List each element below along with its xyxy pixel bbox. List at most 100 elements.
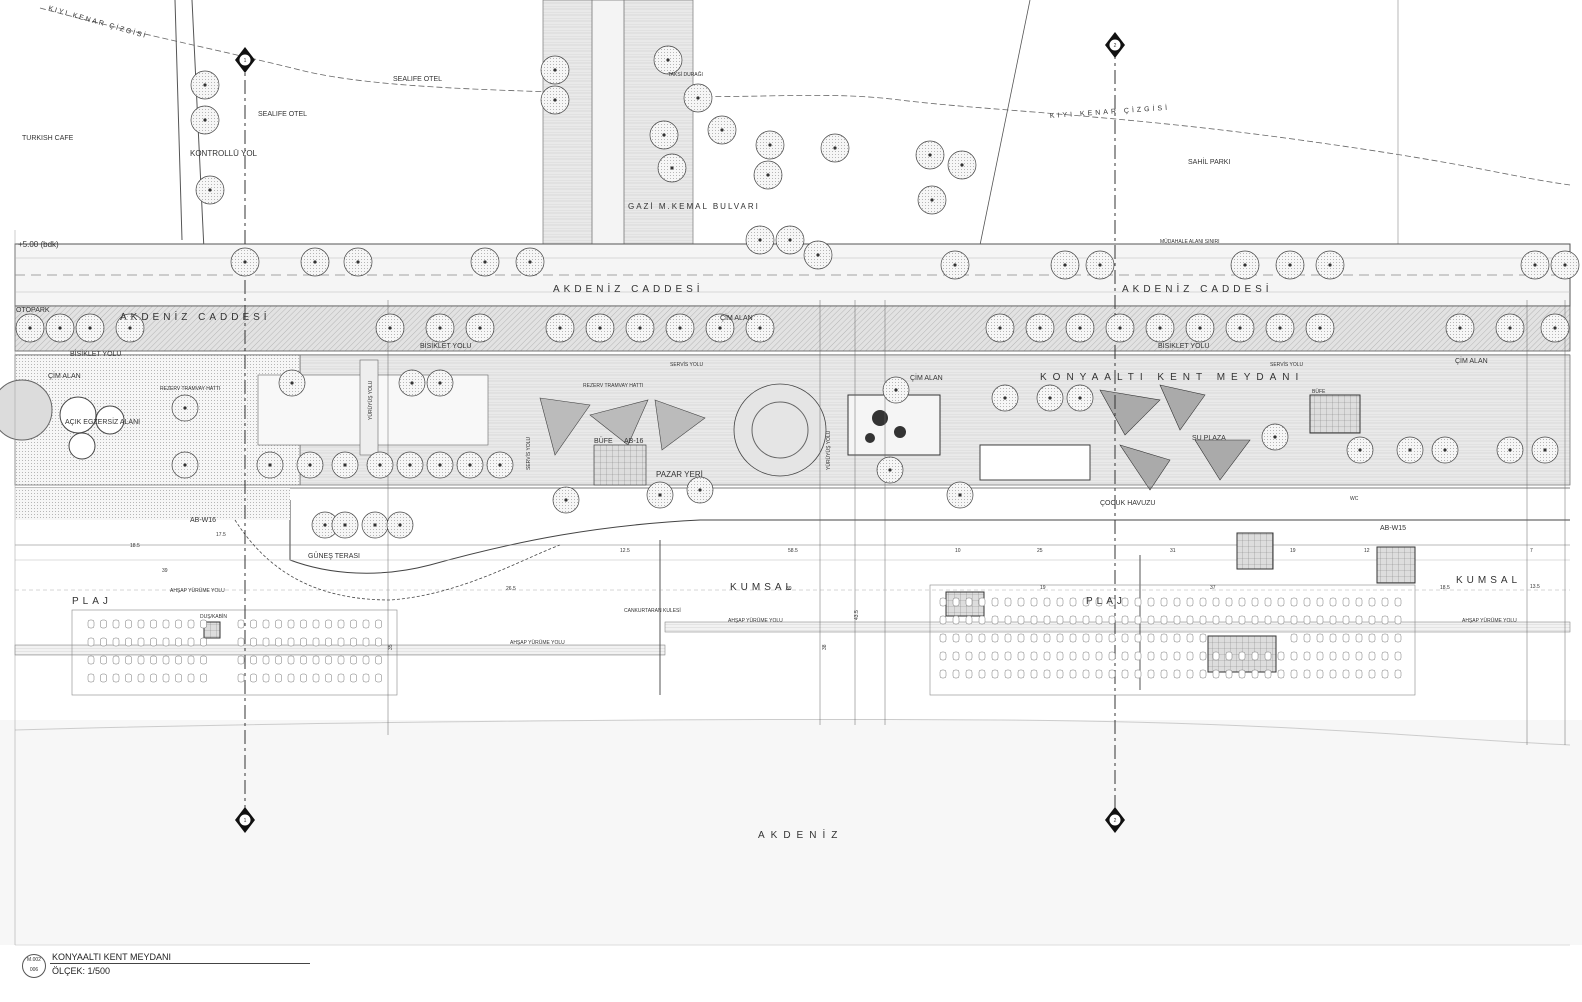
sunbed-symbol <box>965 597 973 607</box>
sunbed-symbol <box>1368 669 1376 679</box>
sunbed-symbol <box>325 655 332 665</box>
sunbed-symbol <box>1147 651 1155 661</box>
label-rezerv-tramvay-2: REZERV TRAMVAY HATTI <box>583 383 643 389</box>
label-cim-alan-4: ÇİM ALAN <box>1455 356 1488 365</box>
sunbed-symbol <box>312 637 320 647</box>
sunbed-symbol <box>362 619 370 629</box>
sunbed-symbol <box>1173 633 1181 643</box>
sunbed-symbol <box>1355 597 1363 607</box>
sunbed-symbol <box>150 673 157 683</box>
dimension-label: 89 <box>786 586 792 592</box>
sunbed-symbol <box>1069 597 1077 607</box>
sunbed-symbol <box>350 673 357 683</box>
sunbed-symbol <box>350 619 357 629</box>
title-divider <box>50 963 310 964</box>
sunbed-symbol <box>1303 651 1311 661</box>
title-block: M.002 006 KONYAALTI KENT MEYDANI ÖLÇEK: … <box>16 948 316 978</box>
tree-symbol <box>1066 384 1094 412</box>
dimension-label: 2 <box>1114 43 1117 49</box>
sunbed-symbol <box>337 619 345 629</box>
sunbed-symbol <box>187 655 195 665</box>
sunbed-symbol <box>87 619 95 629</box>
label-konyaalti-kent-meydani: KONYAALTI KENT MEYDANI <box>1040 372 1304 383</box>
sunbed-symbol <box>1147 633 1155 643</box>
tree-symbol <box>917 185 947 215</box>
dimension-label: 19 <box>1040 585 1046 591</box>
tree-symbol <box>1230 250 1260 280</box>
tree-symbol <box>585 313 615 343</box>
label-wc: WC <box>1350 496 1359 502</box>
tree-symbol <box>456 451 484 479</box>
sunbed-symbol <box>100 637 107 647</box>
section-marker-left-top: 1 <box>235 47 255 73</box>
section-marker-left-bottom: 1 <box>235 807 255 833</box>
sunbed-symbol <box>1394 615 1402 625</box>
tree-symbol <box>375 313 405 343</box>
sunbed-symbol <box>350 637 357 647</box>
sunbed-symbol <box>312 619 320 629</box>
sunbed-symbol <box>337 673 345 683</box>
tree-symbol <box>115 313 145 343</box>
tree-symbol <box>1225 313 1255 343</box>
sunbed-symbol <box>100 655 107 665</box>
tree-symbol <box>646 481 674 509</box>
sunbed-symbol <box>978 615 986 625</box>
sunbed-area-east <box>929 584 1416 696</box>
sunbed-symbol <box>137 619 145 629</box>
tree-symbol <box>1550 250 1580 280</box>
tree-symbol <box>665 313 695 343</box>
sunbed-symbol <box>952 633 960 643</box>
label-gazi-bulvari: GAZİ M.KEMAL BULVARI <box>628 202 760 211</box>
sunbed-symbol <box>87 673 95 683</box>
tree-symbol <box>343 247 373 277</box>
sunbed-symbol <box>952 615 960 625</box>
sunbed-symbol <box>150 637 157 647</box>
sunbed-symbol <box>1147 615 1155 625</box>
sunbed-symbol <box>1082 633 1090 643</box>
dimension-label: 31 <box>1170 548 1176 554</box>
label-akdeniz-sea: AKDENİZ <box>758 828 843 841</box>
sunbed-symbol <box>991 597 999 607</box>
tree-symbol <box>396 451 424 479</box>
sunbed-symbol <box>1303 597 1311 607</box>
ramp <box>979 444 1091 481</box>
sunbed-symbol <box>1134 669 1142 679</box>
sunbed-symbol <box>1368 651 1376 661</box>
sunbed-symbol <box>87 637 95 647</box>
label-bisiklet-yolu-1: BİSİKLET YOLU <box>70 349 122 358</box>
sunbed-symbol <box>1316 669 1324 679</box>
sunbed-symbol <box>325 637 332 647</box>
tree-symbol <box>331 451 359 479</box>
sunbed-symbol <box>312 655 320 665</box>
tree-symbol <box>470 247 500 277</box>
dimension-label: 7 <box>1530 548 1533 554</box>
tree-symbol <box>1145 313 1175 343</box>
sunbed-symbol <box>262 655 270 665</box>
sunbed-symbol <box>1212 597 1220 607</box>
sunbed-symbol <box>1342 651 1350 661</box>
sea-area <box>0 720 1582 945</box>
sunbed-symbol <box>325 619 332 629</box>
tree-symbol <box>1496 436 1524 464</box>
sunbed-symbol <box>287 637 295 647</box>
dimension-label: 12 <box>1364 548 1370 554</box>
sunbed-symbol <box>1381 597 1389 607</box>
label-akdeniz-caddesi-3: AKDENİZ CADDESİ <box>1122 282 1273 295</box>
sunbed-symbol <box>375 637 382 647</box>
scale-label: ÖLÇEK: 1/500 <box>52 966 111 976</box>
sunbed-symbol <box>112 637 120 647</box>
label-ab16: AB-16 <box>624 438 644 445</box>
sunbed-symbol <box>1121 651 1129 661</box>
label-kiyi-kenar-1: KIYI KENAR ÇİZGİSİ <box>47 3 148 40</box>
tree-symbol <box>1540 313 1570 343</box>
sunbed-symbol <box>952 597 960 607</box>
tree-symbol <box>331 511 359 539</box>
sunbed-symbol <box>125 619 132 629</box>
label-dus-kabin: DUŞ/KABİN <box>200 613 227 620</box>
label-pazar-yeri: PAZAR YERİ <box>656 470 703 479</box>
sunbed-symbol <box>1043 615 1051 625</box>
sunbed-symbol <box>1368 615 1376 625</box>
sunbed-symbol <box>1199 669 1207 679</box>
sunbed-symbol <box>1212 669 1220 679</box>
label-plaj-1: PLAJ <box>72 596 112 607</box>
